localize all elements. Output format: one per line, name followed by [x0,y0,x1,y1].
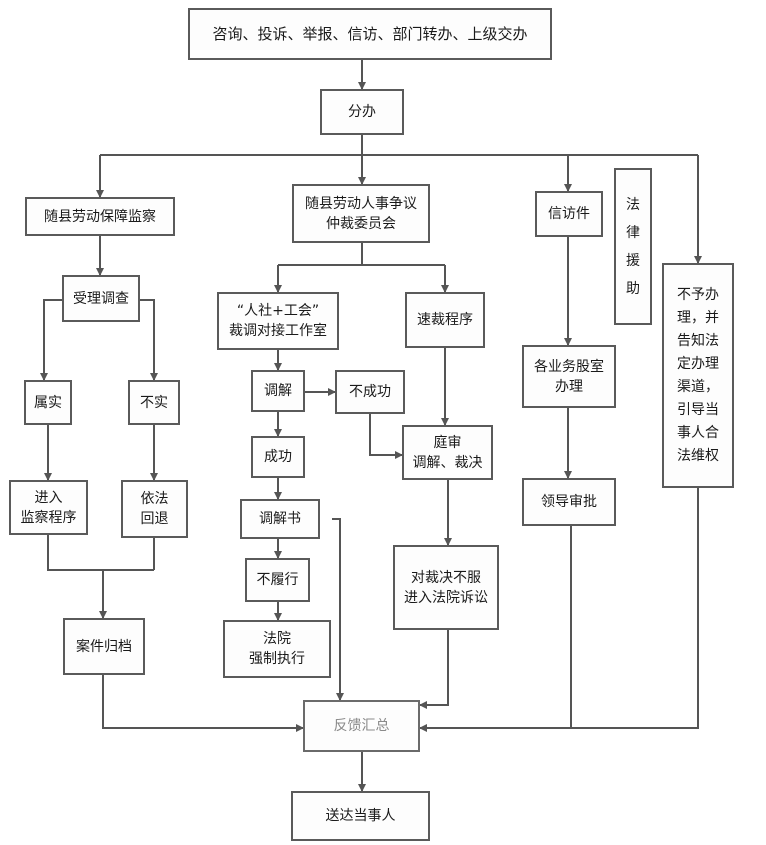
node-fast-arbitration: 速裁程序 [405,292,485,348]
edge-accept-true [40,299,62,381]
node-mediation-doc: 调解书 [240,499,320,539]
edge-accept-untrue [140,299,158,381]
node-non-performance: 不履行 [245,558,310,602]
node-petition: 信访件 [535,191,603,237]
node-true: 属实 [24,380,72,425]
node-case-archive: 案件归档 [63,618,145,675]
node-accept-investigate: 受理调查 [62,275,140,322]
node-hearing: 庭审 调解、裁决 [402,425,493,480]
node-mediation-office: “人社+工会” 裁调对接工作室 [217,292,339,350]
node-untrue: 不实 [128,380,180,425]
node-department-handling: 各业务股室 办理 [522,345,616,408]
node-dispatch: 分办 [320,89,404,135]
edge-doc-feedback [332,518,344,701]
node-mediate: 调解 [251,370,305,412]
edge-appeal-feedback [419,630,449,709]
node-deliver-party: 送达当事人 [291,791,430,841]
node-appeal-court: 对裁决不服 进入法院诉讼 [393,545,499,630]
node-failed: 不成功 [335,370,405,414]
edge-not-accepted-feedback [571,488,699,729]
node-not-accepted: 不予办 理，并 告知法 定办理 渠道， 引导当 事人合 法维权 [662,263,734,488]
node-enter-supervision: 进入 监察程序 [9,480,88,535]
node-legal-aid: 法 律 援 助 [614,168,652,325]
node-feedback-summary: 反馈汇总 [303,700,420,752]
node-inspection: 随县劳动保障监察 [25,197,175,236]
edge-supervision-merge [47,535,154,571]
node-return-by-law: 依法 回退 [121,480,188,538]
node-court-enforcement: 法院 强制执行 [223,620,331,678]
node-leader-approval: 领导审批 [522,478,616,526]
node-intake: 咨询、投诉、举报、信访、部门转办、上级交办 [188,8,552,60]
node-success: 成功 [251,436,305,478]
edge-archive-feedback [102,675,304,732]
node-arbitration: 随县劳动人事争议 仲裁委员会 [292,184,430,243]
edge-failed-hearing [369,414,403,459]
